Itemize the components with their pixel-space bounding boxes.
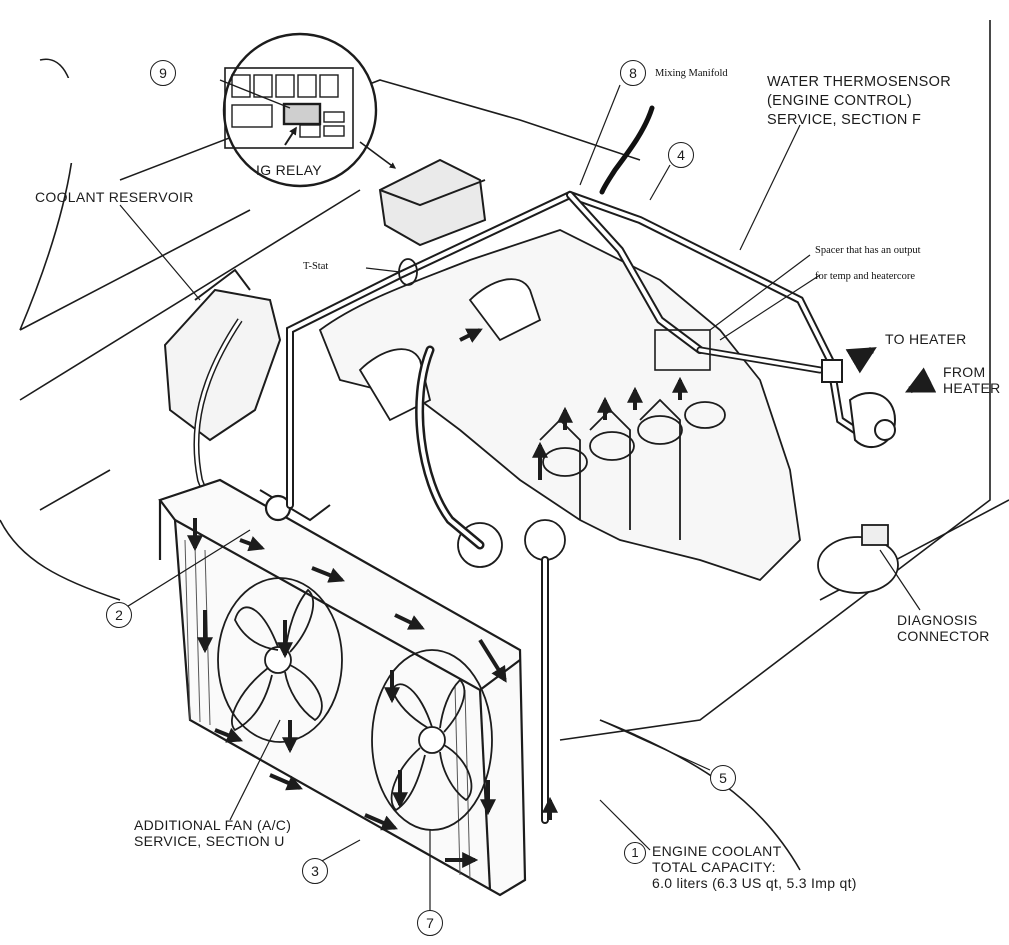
- callout-3: 3: [302, 858, 328, 884]
- callout-5: 5: [710, 765, 736, 791]
- label-from-heater: FROM HEATER: [943, 364, 1001, 396]
- callout-9: 9: [150, 60, 176, 86]
- label-mixing-manifold: Mixing Manifold: [655, 68, 728, 79]
- callout-2: 2: [106, 602, 132, 628]
- heater-fitting: [654, 329, 897, 449]
- leader-lines: [119, 84, 921, 912]
- t-stat-marker: [398, 258, 418, 286]
- label-coolant-reservoir: COOLANT RESERVOIR: [35, 189, 194, 205]
- label-additional-fan: ADDITIONAL FAN (A/C) SERVICE, SECTION U: [134, 817, 292, 849]
- label-t-stat: T-Stat: [303, 261, 329, 272]
- label-spacer-note: Spacer that has an output for temp and h…: [815, 245, 921, 282]
- label-to-heater: TO HEATER: [885, 331, 967, 347]
- callout-7: 7: [417, 910, 443, 936]
- coolant-hoses: [286, 190, 874, 824]
- diagnosis-connector-shape: [817, 524, 899, 594]
- fan-right: [371, 649, 493, 831]
- callout-4: 4: [668, 142, 694, 168]
- label-diagnosis-connector: DIAGNOSIS CONNECTOR: [897, 612, 990, 644]
- callout-8: 8: [620, 60, 646, 86]
- relay-box-shape: [378, 158, 487, 247]
- label-water-thermosensor: WATER THERMOSENSOR (ENGINE CONTROL) SERV…: [767, 74, 951, 128]
- blank-patch: [45, 78, 130, 163]
- label-ig-relay: IG RELAY: [256, 162, 322, 178]
- callout-1: 1: [624, 842, 646, 864]
- ig-relay-inset: [219, 32, 397, 188]
- coolant-reservoir-shape: [163, 268, 282, 517]
- heater-arrows: [845, 346, 937, 394]
- flow-arrows: [187, 328, 688, 868]
- mixing-manifold-mark: [599, 105, 655, 195]
- label-engine-coolant: ENGINE COOLANT TOTAL CAPACITY: 6.0 liter…: [652, 843, 857, 891]
